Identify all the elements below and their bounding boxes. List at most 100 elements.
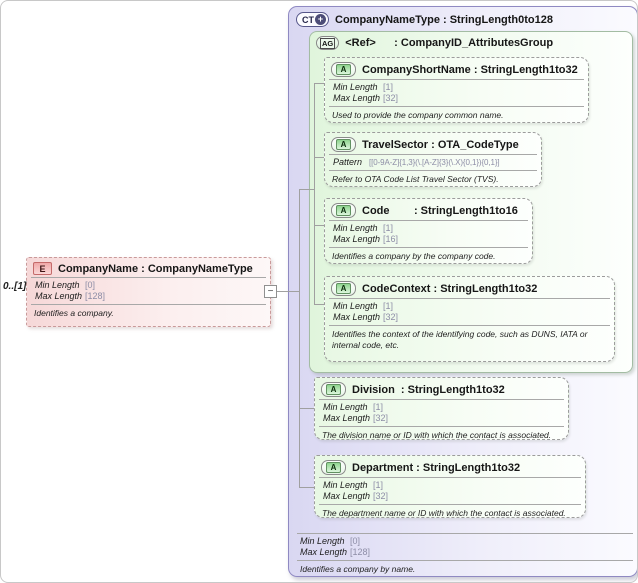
facet-table: Min Length [1] Max Length [16]	[329, 220, 528, 248]
complextype-title: CT + CompanyNameType : StringLength0to12…	[289, 7, 637, 29]
attribute-badge: A	[331, 203, 356, 218]
attributegroup-badge: AG	[316, 36, 340, 50]
attribute-badge-label: A	[336, 139, 351, 150]
attribute-description: The division name or ID with which the c…	[322, 430, 552, 440]
facet-value: [128]	[85, 291, 106, 301]
facet-label: Pattern	[333, 157, 363, 167]
facet-value: [1]	[373, 402, 384, 412]
complextype-title-text: CompanyNameType : StringLength0to128	[335, 13, 553, 26]
attribute-title: A Division : StringLength1to32	[315, 378, 568, 399]
facet-value: [32]	[373, 413, 389, 423]
connector-line	[299, 487, 314, 488]
facet-row: Max Length [32]	[323, 491, 577, 502]
facet-label: Max Length	[323, 491, 371, 501]
facet-label: Max Length	[35, 291, 83, 301]
attribute-node-codecontext: A CodeContext : StringLength1to32 Min Le…	[324, 276, 615, 362]
attribute-title: A TravelSector : OTA_CodeType	[325, 133, 541, 154]
facet-label: Max Length	[333, 312, 381, 322]
attribute-badge-label: A	[336, 283, 351, 294]
attribute-node-department: A Department : StringLength1to32 Min Len…	[314, 455, 586, 518]
facet-table: Pattern [[0-9A-Z]{1,3}(\.[A-Z]{3}(\.X){0…	[329, 154, 537, 171]
attribute-node-companyshortname: A CompanyShortName : StringLength1to32 M…	[324, 57, 589, 123]
attributegroup-badge-label: AG	[320, 37, 336, 49]
attribute-title-text: CodeContext : StringLength1to32	[362, 282, 538, 295]
facet-value: [1]	[383, 82, 394, 92]
attribute-badge: A	[331, 62, 356, 77]
attribute-title-text: TravelSector : OTA_CodeType	[362, 138, 519, 151]
cardinality-label: 0..[1]	[3, 281, 27, 292]
attribute-title: A Department : StringLength1to32	[315, 456, 585, 477]
attribute-node-code: A Code : StringLength1to16 Min Length [1…	[324, 198, 533, 264]
attribute-badge-label: A	[326, 384, 341, 395]
facet-label: Max Length	[300, 547, 348, 557]
facet-label: Min Length	[300, 536, 345, 546]
element-node-companyname: E CompanyName : CompanyNameType Min Leng…	[26, 257, 271, 327]
facet-row: Pattern [[0-9A-Z]{1,3}(\.[A-Z]{3}(\.X){0…	[333, 157, 533, 168]
facet-label: Min Length	[333, 301, 378, 311]
facet-row: Max Length [32]	[333, 312, 606, 323]
facet-row: Max Length [32]	[323, 413, 560, 424]
facet-row: Min Length [0]	[35, 280, 262, 291]
facet-table: Min Length [1] Max Length [32]	[319, 477, 581, 505]
attribute-badge: A	[331, 281, 356, 296]
collapse-toggle[interactable]: −	[264, 285, 277, 298]
element-title: E CompanyName : CompanyNameType	[27, 258, 270, 277]
facet-row: Max Length [128]	[35, 291, 262, 302]
element-title-text: CompanyName : CompanyNameType	[58, 262, 253, 275]
facet-row: Min Length [1]	[323, 480, 577, 491]
attribute-badge-label: A	[326, 462, 341, 473]
attribute-description: Identifies the context of the identifyin…	[332, 329, 588, 350]
element-description: Identifies a company.	[34, 308, 114, 318]
facet-table: Min Length [1] Max Length [32]	[329, 79, 584, 107]
facet-value: [128]	[350, 547, 371, 557]
attribute-title: A Code : StringLength1to16	[325, 199, 532, 220]
facet-value: [[0-9A-Z]{1,3}(\.[A-Z]{3}(\.X){0,1}){0,1…	[369, 158, 500, 167]
attributegroup-title-text: <Ref> : CompanyID_AttributesGroup	[345, 37, 554, 49]
attribute-badge: A	[321, 460, 346, 475]
facet-value: [0]	[350, 536, 361, 546]
attribute-title-text: Department : StringLength1to32	[352, 461, 521, 474]
attribute-node-division: A Division : StringLength1to32 Min Lengt…	[314, 377, 569, 440]
connector-line	[277, 291, 299, 292]
facet-value: [1]	[383, 223, 394, 233]
attribute-description: Used to provide the company common name.	[332, 110, 504, 120]
facet-row: Max Length [32]	[333, 93, 580, 104]
facet-label: Min Length	[35, 280, 80, 290]
attribute-description: Identifies a company by the company code…	[332, 251, 496, 261]
connector-line	[314, 304, 324, 305]
connector-line	[314, 83, 324, 84]
facet-table: Min Length [1] Max Length [32]	[329, 298, 610, 326]
connector-line	[299, 189, 315, 190]
attribute-badge: A	[331, 137, 356, 152]
facet-row: Min Length [1]	[333, 301, 606, 312]
facet-label: Max Length	[333, 93, 381, 103]
attribute-title-text: Division : StringLength1to32	[352, 383, 505, 396]
attribute-title: A CompanyShortName : StringLength1to32	[325, 58, 588, 79]
attribute-node-travelsector: A TravelSector : OTA_CodeType Pattern [[…	[324, 132, 542, 187]
connector-line	[299, 189, 300, 488]
facet-value: [0]	[85, 280, 96, 290]
facet-table: Min Length [0] Max Length [128]	[297, 533, 633, 561]
facet-row: Min Length [1]	[333, 82, 580, 93]
facet-row: Min Length [1]	[323, 402, 560, 413]
facet-label: Min Length	[323, 402, 368, 412]
attribute-badge-label: A	[336, 64, 351, 75]
attribute-title-text: Code : StringLength1to16	[362, 204, 518, 217]
connector-line	[314, 157, 324, 158]
attribute-title: A CodeContext : StringLength1to32	[325, 277, 614, 298]
facet-table: Min Length [0] Max Length [128]	[31, 277, 266, 305]
facet-value: [32]	[383, 93, 399, 103]
complextype-facets-footer: Min Length [0] Max Length [128] Identifi…	[297, 533, 633, 576]
complextype-badge: CT +	[296, 12, 329, 27]
facet-row: Min Length [0]	[300, 536, 630, 547]
plus-circle-icon[interactable]: +	[315, 14, 326, 25]
facet-table: Min Length [1] Max Length [32]	[319, 399, 564, 427]
facet-value: [1]	[373, 480, 384, 490]
attribute-badge: A	[321, 382, 346, 397]
connector-line	[314, 225, 324, 226]
facet-value: [16]	[383, 234, 399, 244]
facet-label: Max Length	[333, 234, 381, 244]
facet-row: Max Length [16]	[333, 234, 524, 245]
element-badge: E	[33, 262, 52, 275]
